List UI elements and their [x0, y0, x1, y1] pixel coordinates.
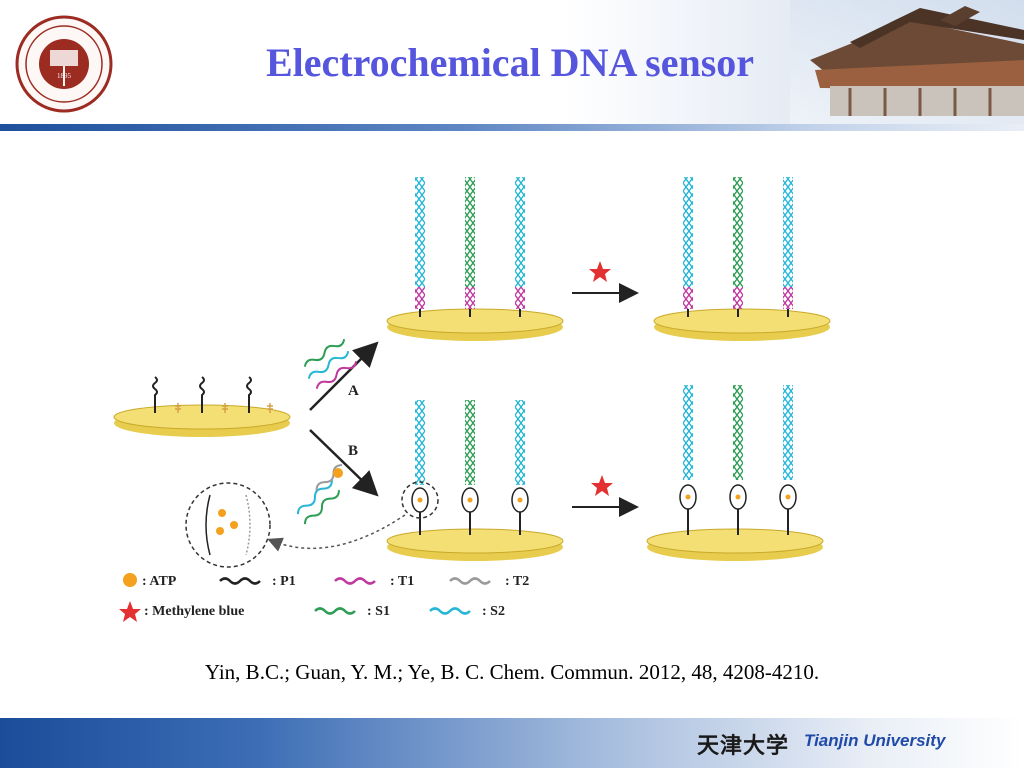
- path-a-label: A: [348, 383, 359, 399]
- path-a-arrow: [309, 341, 379, 411]
- footer-bar: [0, 718, 1024, 768]
- electrode-b-after: [646, 385, 824, 561]
- initial-electrode-group: [113, 376, 291, 437]
- legend-mb-icon: [119, 601, 141, 622]
- diagram-legend: : ATP : P1 : T1 : T2 : Methylene blue : …: [119, 573, 529, 622]
- methylene-blue-star-b: [591, 475, 613, 496]
- legend-atp-icon: [123, 573, 137, 587]
- legend-t1: : T1: [390, 574, 414, 589]
- footer-university-chinese: 天津大学: [697, 733, 790, 759]
- campus-building-image: [790, 0, 1024, 124]
- legend-s2-icon: [429, 607, 471, 615]
- path-b-strands: [296, 464, 343, 525]
- legend-p1-icon: [219, 577, 261, 585]
- methylene-blue-star-a: [589, 261, 611, 282]
- path-b-arrow: [309, 429, 379, 497]
- page-title: Electrochemical DNA sensor: [265, 40, 755, 85]
- citation: Yin, B.C.; Guan, Y. M.; Ye, B. C. Chem. …: [204, 660, 820, 684]
- legend-atp: : ATP: [142, 574, 177, 589]
- footer-university-english: Tianjin University: [804, 731, 946, 750]
- zoom-highlight-circle: [401, 481, 439, 519]
- atp-molecule: [333, 468, 343, 478]
- legend-methylene-blue: : Methylene blue: [144, 604, 244, 619]
- seal-year: 1895: [57, 72, 72, 80]
- zoom-connector: [267, 514, 406, 552]
- electrode-a-before: [386, 177, 564, 341]
- legend-s2: : S2: [482, 604, 505, 619]
- electrode-a-after: [653, 177, 831, 341]
- legend-t2: : T2: [505, 574, 529, 589]
- legend-t1-icon: [334, 577, 376, 585]
- legend-s1: : S1: [367, 604, 390, 619]
- university-seal-logo: 1895: [15, 15, 113, 113]
- legend-p1: : P1: [272, 574, 296, 589]
- electrode-b-before: [386, 400, 564, 561]
- zoom-inset: [185, 482, 271, 568]
- legend-t2-icon: [449, 577, 491, 585]
- dna-sensor-diagram: A B: [113, 177, 831, 622]
- legend-s1-icon: [314, 607, 356, 615]
- zoom-inset-content: [205, 494, 251, 556]
- path-a-strands: [303, 338, 358, 389]
- header-divider: [0, 124, 1024, 131]
- path-b-label: B: [348, 443, 358, 459]
